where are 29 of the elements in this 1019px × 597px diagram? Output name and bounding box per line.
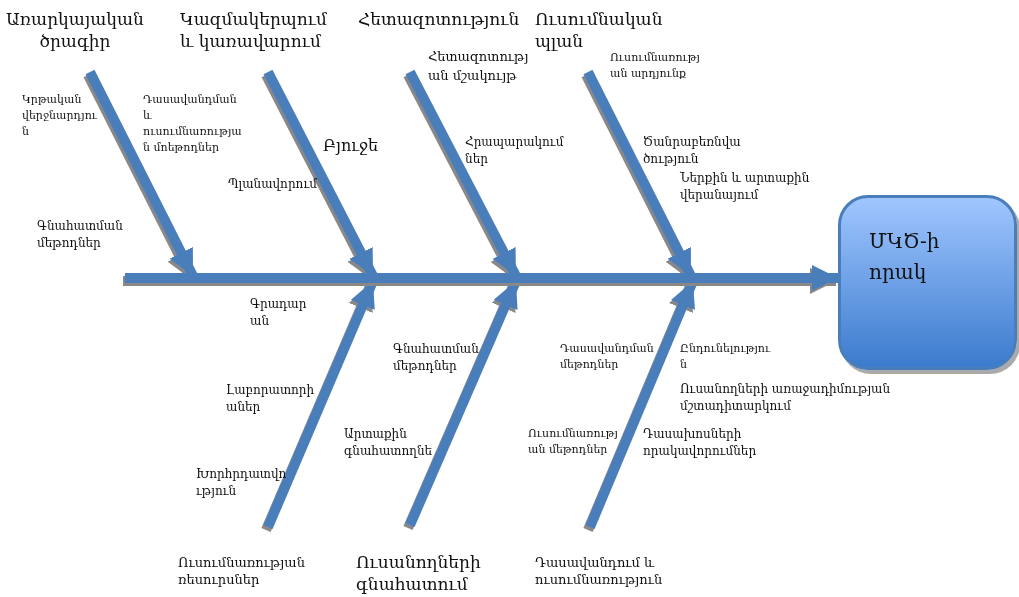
category-label: Առարկայական ծրագիր	[5, 8, 145, 53]
category-label: Ուսումնառության ռեսուրսներ	[178, 555, 306, 589]
cause-label: Պլանավորում	[228, 176, 318, 193]
cause-label: Ուսանողների առաջադիմության մշտադիտարկում	[680, 381, 892, 416]
cause-label: Գնահատման մեթոդներ	[37, 218, 124, 253]
category-label: Ուսանողների գնահատում	[356, 550, 482, 595]
cause-label: Հրապարակումներ	[465, 134, 565, 169]
cause-label: Լաբորատորիաներ	[226, 382, 316, 417]
cause-label: Արտաքին գնահատողնե	[344, 426, 434, 461]
category-label: Հետազոտություն	[358, 8, 521, 31]
category-label: Ուսումնական պլան	[535, 8, 664, 52]
cause-label: Ընդունելություն	[680, 341, 772, 373]
cause-label: Դասախոսների որակավորումներ	[643, 426, 758, 461]
cause-label: Ուսումնառության արդյունք	[610, 50, 701, 82]
arrow	[125, 265, 838, 291]
cause-label: Կրթական վերջնարդյուն	[22, 92, 99, 140]
cause-label: Գնահատման մեթոդներ	[393, 341, 480, 376]
cause-label: Խորհրդատվություն	[196, 466, 288, 501]
cause-label: Բյուջե	[323, 135, 380, 157]
cause-label: Ուսումնառության մեթոդներ	[528, 426, 619, 458]
cause-label: Ծանրաբեռնվածություն	[643, 134, 742, 169]
cause-label: Ներքին և արտաքին վերանայում	[680, 170, 811, 205]
category-label: Կազմակերպում և կառավարում	[180, 8, 329, 53]
effect-label: ՄԿԾ-ի որակ	[869, 228, 941, 286]
cause-label: Հետազոտության մշակույթ	[428, 48, 530, 85]
cause-label: Գրադարան	[250, 296, 308, 331]
cause-label: Դասավանդման մեթոդներ	[560, 341, 655, 373]
category-label: Դասավանդում և ուսումնառություն	[535, 555, 664, 589]
cause-label: Դասավանդման և ուսումնառության մոեթոդներ	[143, 92, 243, 156]
